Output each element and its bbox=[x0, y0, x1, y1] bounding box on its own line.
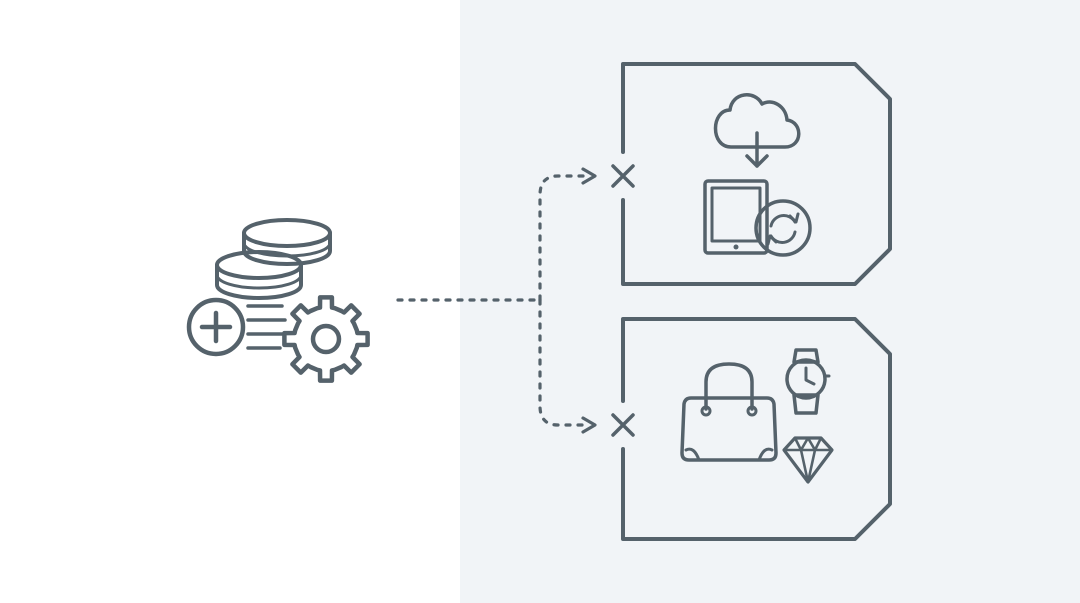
close-icon bbox=[611, 413, 635, 437]
arrow-right-icon bbox=[581, 167, 597, 185]
physical-card bbox=[611, 317, 892, 541]
source-icon-group bbox=[186, 218, 370, 383]
connector-to-digital bbox=[538, 174, 592, 302]
watch-icon bbox=[785, 348, 831, 415]
arrow-right-icon bbox=[581, 416, 597, 434]
plus-circle-icon bbox=[186, 297, 246, 357]
connector-lines bbox=[396, 167, 597, 434]
card-outline bbox=[621, 317, 892, 541]
digital-card bbox=[611, 62, 892, 286]
diamond-icon bbox=[782, 436, 834, 484]
connector-to-physical bbox=[538, 298, 592, 427]
close-icon bbox=[611, 164, 635, 188]
handbag-icon bbox=[680, 362, 778, 462]
card-outline bbox=[621, 62, 892, 286]
cloud-download-icon bbox=[713, 93, 801, 168]
gear-icon bbox=[282, 295, 370, 383]
coins-stack-icon bbox=[215, 218, 332, 350]
sync-icon bbox=[754, 199, 812, 257]
